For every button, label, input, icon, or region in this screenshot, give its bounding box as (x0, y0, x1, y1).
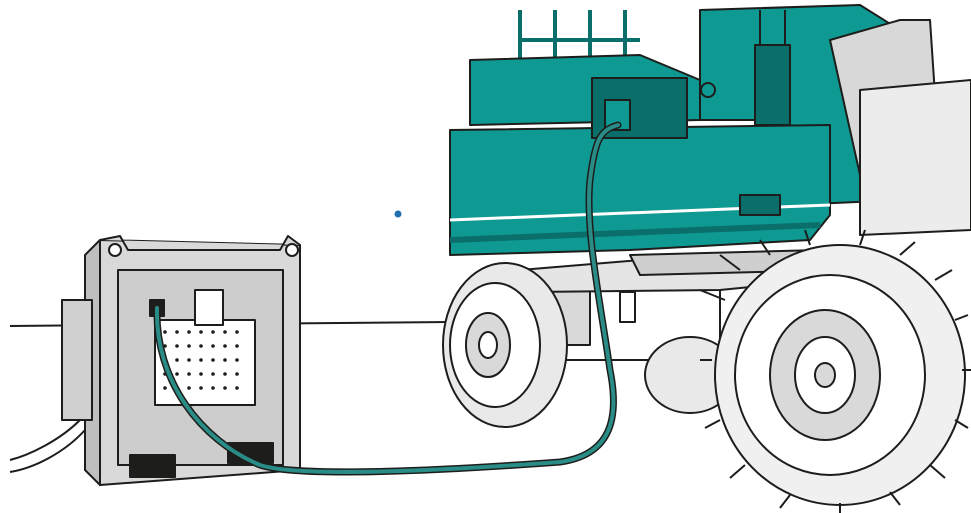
vent-grille (155, 320, 255, 405)
side-box (62, 300, 92, 420)
rear-wheel (443, 263, 567, 427)
blue-dot (395, 211, 402, 218)
power-unit (62, 236, 300, 485)
